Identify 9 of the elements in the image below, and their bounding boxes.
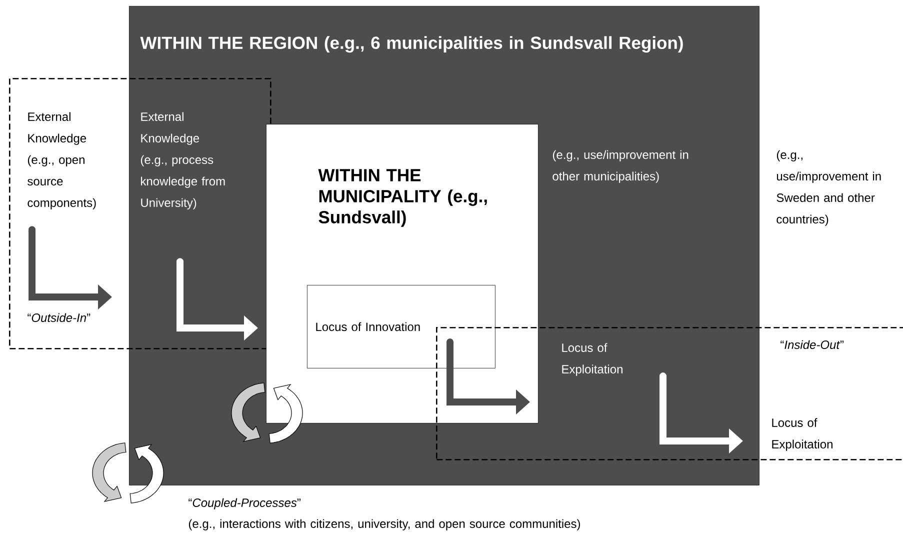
process-box: Locus of Innovation: [307, 284, 496, 368]
note-text: (e.g., use/improvement in other municipalities): [552, 150, 688, 183]
node-text: Locus of Exploitation: [772, 418, 832, 451]
note-text: (e.g., use/improvement in Sweden and other countries): [776, 150, 881, 226]
node-text: External Knowledge (e.g., process knowledge from University): [140, 112, 225, 210]
node-text: External Knowledge (e.g., open source components): [28, 112, 96, 210]
note-text: (e.g., interactions with citizens, university, and open source communities): [188, 519, 580, 530]
node-text: Locus of Exploitation: [562, 343, 622, 376]
note-text: “Coupled-Processes”: [188, 498, 300, 510]
